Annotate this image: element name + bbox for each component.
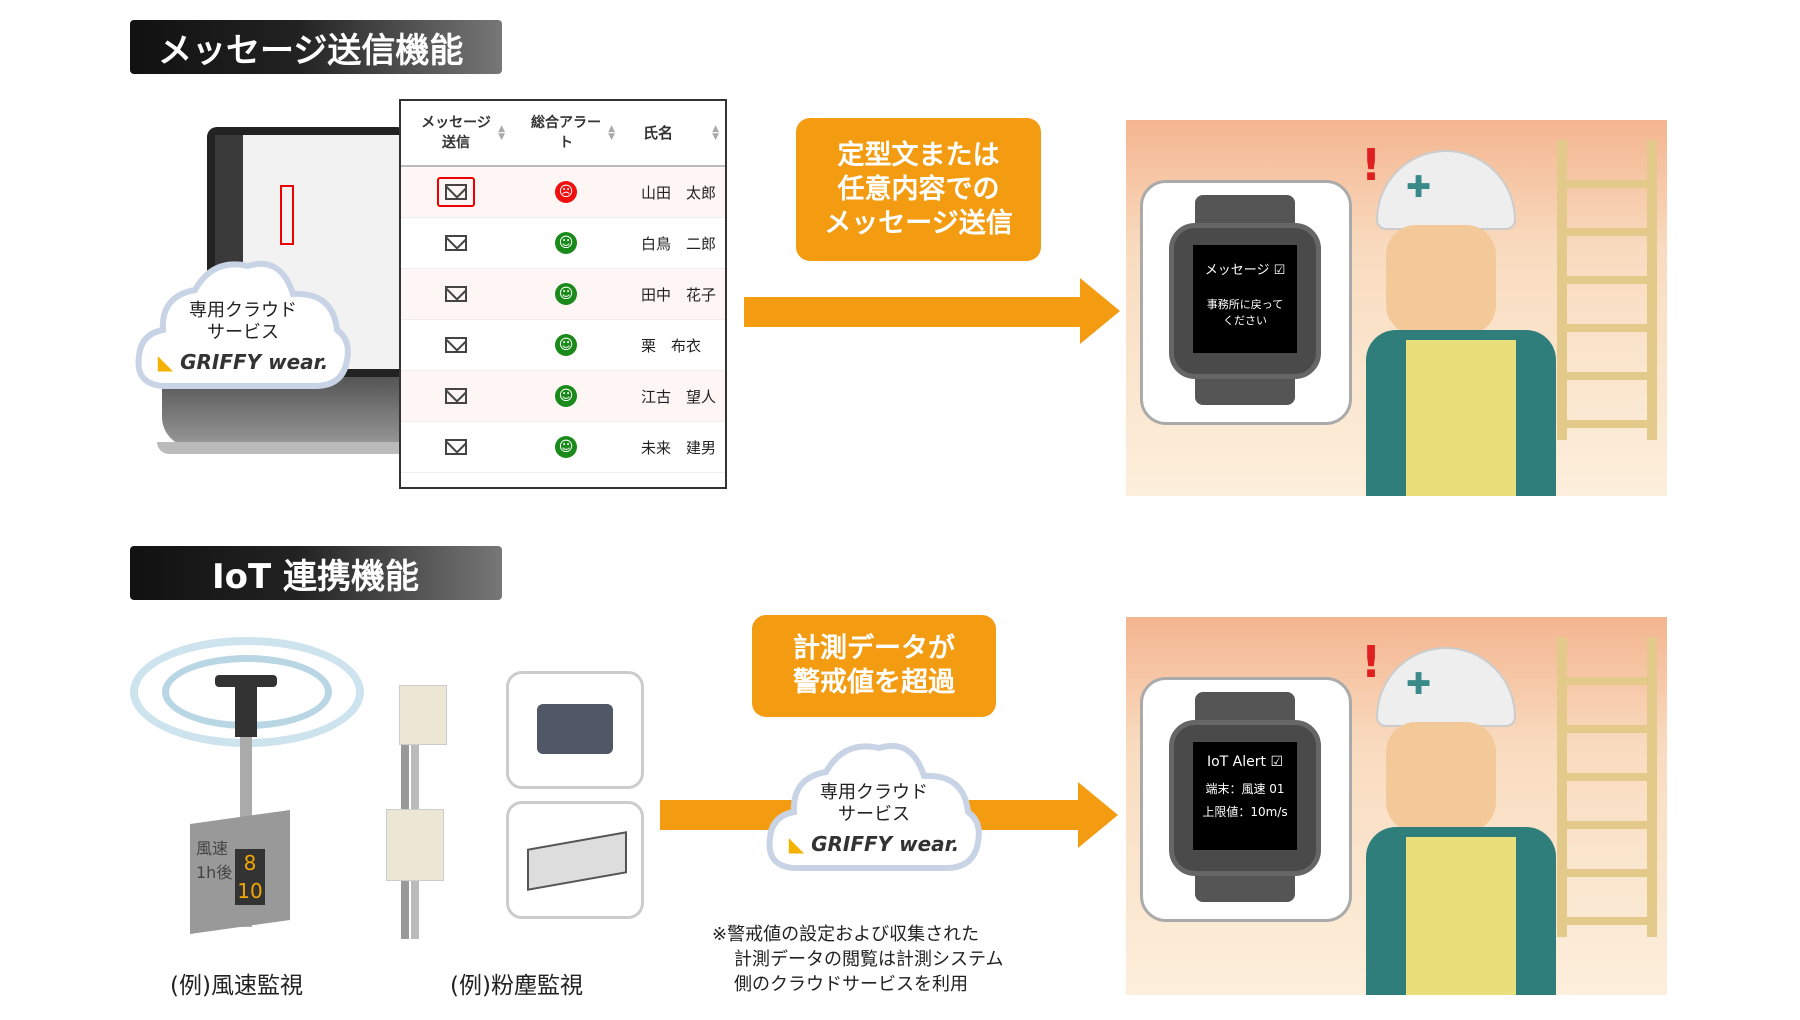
scaffold [1557,140,1657,440]
note-line: 側のクラウドサービスを利用 [734,974,968,995]
exclamation-icon: ! [1361,140,1382,191]
envelope-icon [445,235,467,251]
griffy-logo-icon: ◣ [157,350,174,374]
sign-label: 1h後 [196,863,233,882]
header-total-alert[interactable]: 総合アラート ▲▼ [511,101,621,165]
scaffold [1557,637,1657,937]
envelope-icon [445,286,467,302]
worker-figure: ✚ [1356,647,1556,995]
watch-text: ください [1223,314,1267,327]
alert-smile-face-icon: ☺ [555,436,577,458]
sign-label: 風速 [196,839,229,858]
envelope-icon [445,184,467,200]
watch-text: 端末：風速 01 [1205,782,1285,796]
user-name: 未来 建男 [641,438,717,457]
alert-smile-face-icon: ☺ [555,334,577,356]
watch-bubble: メッセージ ☑ 事務所に戻って ください [1140,180,1352,425]
user-name: 田中 花子 [641,285,717,304]
watch-title: IoT Alert ☑ [1206,754,1284,770]
cloud-label-line2: サービス [838,804,910,825]
header-name[interactable]: 氏名 ▲▼ [621,101,725,165]
user-table: メッセージ送信 ▲▼ 総合アラート ▲▼ 氏名 ▲▼ ☹ 山田 太郎 ☺ 白鳥 二郎 ☺ 田中 … [399,99,727,489]
laptop-image [157,127,407,457]
section-title-message: メッセージ送信機能 [130,20,502,74]
send-message-button[interactable] [445,286,467,302]
cloud-service-badge: 専用クラウド サービス ◣ GRIFFY wear. [764,738,984,880]
cloud-label-line2: サービス [207,322,279,343]
sort-icon[interactable]: ▲▼ [608,124,615,142]
table-body: ☹ 山田 太郎 ☺ 白鳥 二郎 ☺ 田中 花子 ☺ 栗 布衣 ☺ 江古 望人 ☺ 未来 建男 [401,167,725,473]
worker-illustration-message: ✚ ! メッセージ ☑ 事務所に戻って ください [1126,120,1667,496]
watch-screen: IoT Alert ☑ 端末：風速 01 上限値：10m/s [1193,742,1297,850]
wind-speed-value: 8 [243,851,257,875]
cloud-icon [766,742,982,871]
griffy-logo-icon: ◣ [788,832,805,856]
user-name: 江古 望人 [641,387,717,406]
table-row: ☺ 栗 布衣 [401,320,725,371]
send-message-button[interactable] [437,177,475,207]
cloud-icon [135,260,351,389]
user-name: 栗 布衣 [641,336,702,355]
cloud-label-line1: 専用クラウド [820,782,928,803]
send-message-button[interactable] [445,388,467,404]
alert-smile-face-icon: ☺ [555,283,577,305]
callout-message-send: 定型文または 任意内容での メッセージ送信 [796,118,1041,261]
brand-name: GRIFFY wear. [180,350,329,374]
header-label: 総合アラート [531,115,601,151]
sort-icon[interactable]: ▲▼ [712,124,719,142]
dust-monitor-label: (例)粉塵監視 [450,973,583,999]
callout-line: 任意内容での [837,173,1000,205]
user-name: 白鳥 二郎 [641,234,717,253]
cloud-service-badge: 専用クラウド サービス ◣ GRIFFY wear. [133,256,353,398]
watch-bubble: IoT Alert ☑ 端末：風速 01 上限値：10m/s [1140,677,1352,922]
brand-name: GRIFFY wear. [811,832,960,856]
section-title-iot: IoT 連携機能 [130,546,502,600]
alert-sad-face-icon: ☹ [555,181,577,203]
footnote: ※警戒値の設定および収集された 計測データの閲覧は計測システム 側のクラウドサー… [712,922,1052,997]
arrow-right-icon [744,278,1120,344]
anemometer-image: 風速 1h後 8 10 [130,637,364,935]
note-line: ※警戒値の設定および収集された [712,924,980,945]
header-label: メッセージ送信 [421,115,491,151]
watch-text: 事務所に戻って [1206,298,1284,311]
table-row: ☺ 江古 望人 [401,371,725,422]
alert-smile-face-icon: ☺ [555,385,577,407]
checkbox-icon: ☑ [1270,754,1284,770]
callout-line: 定型文または [837,139,1000,171]
worker-figure: ✚ [1356,150,1556,496]
callout-threshold-exceeded: 計測データが 警戒値を超過 [752,615,996,717]
watch-screen: メッセージ ☑ 事務所に戻って ください [1193,245,1297,353]
callout-line: 計測データが [793,633,955,664]
watch-title: メッセージ ☑ [1204,263,1286,278]
send-message-button[interactable] [445,235,467,251]
table-row: ☺ 田中 花子 [401,269,725,320]
callout-line: 警戒値を超過 [793,667,955,698]
table-row: ☹ 山田 太郎 [401,167,725,218]
alert-smile-face-icon: ☺ [555,232,577,254]
send-message-button[interactable] [445,337,467,353]
callout-line: メッセージ送信 [824,207,1013,239]
header-label: 氏名 [643,124,674,142]
sort-icon[interactable]: ▲▼ [498,124,505,142]
header-message-send[interactable]: メッセージ送信 ▲▼ [401,101,511,165]
envelope-icon [445,337,467,353]
wind-forecast-value: 10 [237,879,263,903]
dust-monitor-image [381,669,646,949]
watch-text: 上限値：10m/s [1202,805,1288,819]
note-line: 計測データの閲覧は計測システム [734,949,1004,970]
checkbox-icon: ☑ [1273,263,1286,278]
exclamation-icon: ! [1361,637,1382,688]
table-header: メッセージ送信 ▲▼ 総合アラート ▲▼ 氏名 ▲▼ [401,101,725,167]
envelope-icon [445,388,467,404]
table-row: ☺ 白鳥 二郎 [401,218,725,269]
envelope-icon [445,439,467,455]
table-row: ☺ 未来 建男 [401,422,725,473]
anemometer-label: (例)風速監視 [170,973,303,999]
user-name: 山田 太郎 [641,183,717,202]
worker-illustration-iot: ✚ ! IoT Alert ☑ 端末：風速 01 上限値：10m/s [1126,617,1667,995]
send-message-button[interactable] [445,439,467,455]
cloud-label-line1: 専用クラウド [189,300,297,321]
